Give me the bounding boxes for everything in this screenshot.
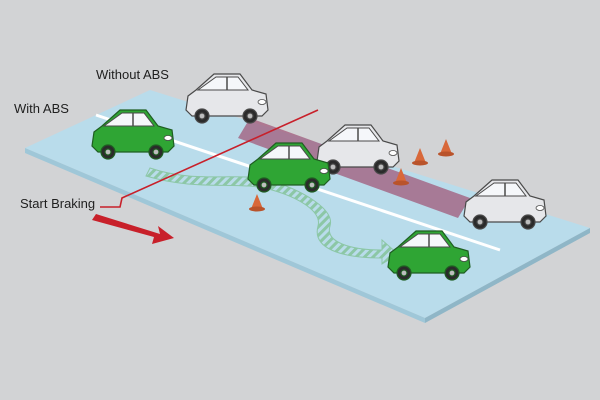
- car-icon: [317, 125, 399, 174]
- traffic-cone-icon: [412, 148, 428, 166]
- start-braking-label: Start Braking: [20, 196, 95, 211]
- arrow-right-icon: [92, 214, 174, 244]
- car-icon: [186, 74, 268, 123]
- car-icon: [464, 180, 546, 229]
- traffic-cone-icon: [438, 139, 454, 157]
- without-abs-label: Without ABS: [96, 67, 169, 82]
- with-abs-label: With ABS: [14, 101, 69, 116]
